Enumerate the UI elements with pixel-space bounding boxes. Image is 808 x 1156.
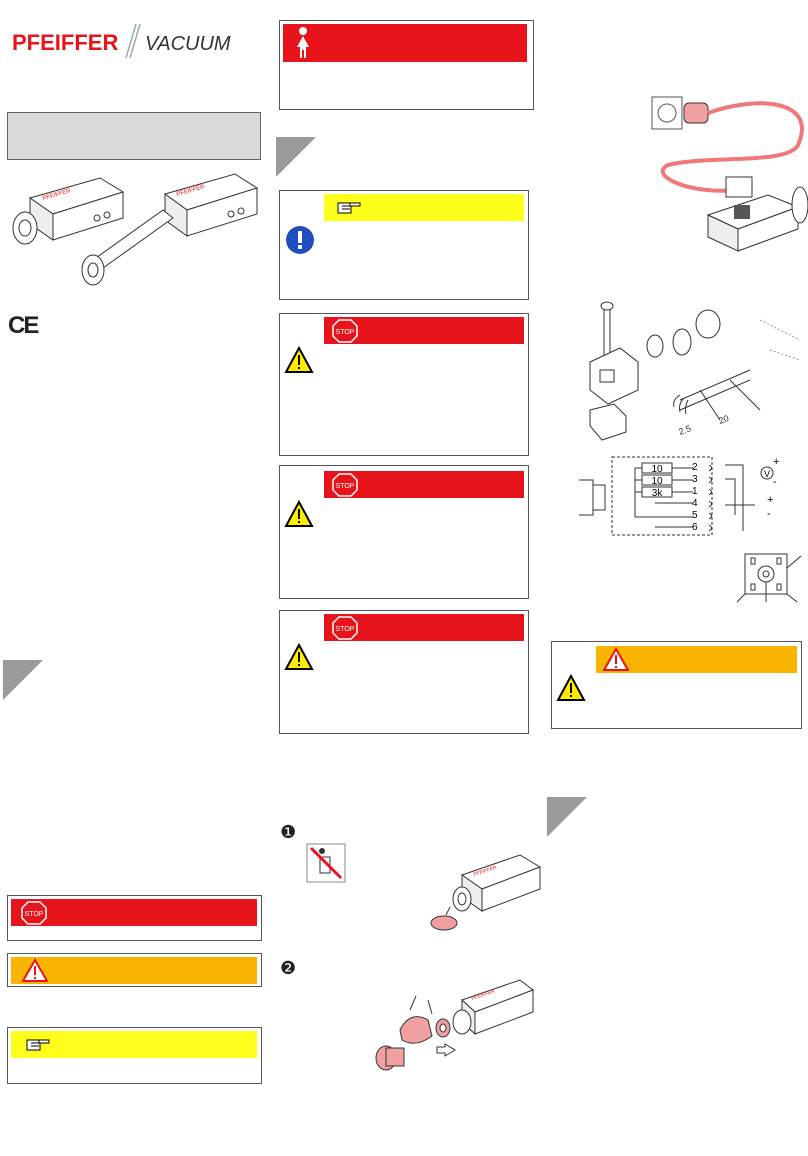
wiring-diagram: 10 10 3k 2 3 1 4 5 6 V + - + - [575, 455, 808, 545]
svg-text:STOP: STOP [25, 911, 44, 918]
svg-text:10: 10 [651, 464, 663, 475]
warning-triangle-icon [556, 674, 586, 701]
person-safety-notice [279, 20, 534, 110]
resistor-3: 3k [641, 486, 673, 499]
caution-header [11, 957, 257, 984]
svg-text:STOP: STOP [336, 483, 355, 490]
title-box [7, 112, 261, 160]
svg-text:+: + [767, 494, 773, 506]
svg-text:V: V [764, 469, 770, 479]
connector-pinout [735, 548, 805, 603]
svg-text:VACUUM: VACUUM [145, 33, 231, 55]
svg-text:10: 10 [651, 476, 663, 487]
connector-assembly-illustration: 2.5 20 [580, 300, 805, 445]
section-corner-marker-2 [276, 137, 316, 177]
caution-notice-left [7, 953, 262, 987]
svg-text:4: 4 [692, 498, 698, 509]
stop-icon: STOP [332, 319, 358, 343]
ce-mark: CE [8, 312, 39, 339]
warning-triangle-icon [602, 646, 630, 671]
note-header [11, 1031, 257, 1058]
section-corner-marker-3 [547, 797, 587, 837]
warning-triangle-icon [284, 500, 314, 527]
stop-icon: STOP [332, 616, 358, 640]
brand-logo: PFEIFFER VACUUM [10, 20, 260, 60]
danger-notice-left: STOP [7, 895, 262, 941]
caution-header-right [596, 646, 797, 673]
pfeiffer-vacuum-logo: PFEIFFER VACUUM [12, 23, 231, 59]
svg-text:PFEIFFER: PFEIFFER [12, 30, 118, 55]
warning-triangle-icon [284, 643, 314, 670]
svg-text:3: 3 [692, 474, 698, 485]
info-notice [279, 190, 529, 300]
resistor-1: 10 [641, 462, 673, 475]
section-corner-marker [3, 660, 43, 700]
svg-text:1: 1 [692, 486, 698, 497]
warning-triangle-icon [21, 957, 49, 982]
step-2-illustration: PFEIFFER [370, 970, 535, 1080]
svg-text:3k: 3k [652, 488, 664, 499]
stop-icon: STOP [21, 901, 47, 925]
step-1-marker: ❶ [280, 822, 297, 843]
svg-text:STOP: STOP [336, 626, 355, 633]
danger-notice-1: STOP [279, 313, 529, 456]
warning-triangle-icon [284, 346, 314, 373]
svg-text:-: - [773, 476, 777, 488]
cable-connection-illustration [648, 85, 808, 255]
caution-notice-right [551, 641, 802, 729]
svg-text:STOP: STOP [336, 329, 355, 336]
product-illustration: PFEIFFER PFEIFFER [5, 170, 260, 290]
danger-header-3: STOP [324, 614, 524, 641]
resistor-2: 10 [641, 474, 673, 487]
info-header [324, 194, 524, 221]
step-2-marker: ❷ [280, 958, 297, 979]
danger-header-2: STOP [324, 471, 524, 498]
svg-text:6: 6 [692, 522, 698, 533]
stop-icon: STOP [332, 473, 358, 497]
danger-notice-3: STOP [279, 610, 529, 734]
danger-header-1: STOP [324, 317, 524, 344]
pointing-hand-icon [337, 202, 361, 214]
person-icon [297, 27, 309, 58]
svg-text:2: 2 [692, 462, 698, 473]
note-notice-left [7, 1027, 262, 1084]
svg-text:+: + [773, 456, 779, 468]
no-tools-icon [306, 843, 346, 883]
danger-notice-2: STOP [279, 465, 529, 599]
svg-text:5: 5 [692, 510, 698, 521]
exclamation-circle-icon [286, 226, 314, 254]
pointing-hand-icon [26, 1039, 50, 1051]
person-safety-header [283, 24, 527, 62]
svg-text:2.5: 2.5 [677, 423, 692, 437]
svg-text:-: - [767, 508, 771, 520]
step-1-illustration: PFEIFFER [420, 845, 545, 940]
danger-header: STOP [11, 899, 257, 926]
svg-text:20: 20 [717, 413, 730, 426]
